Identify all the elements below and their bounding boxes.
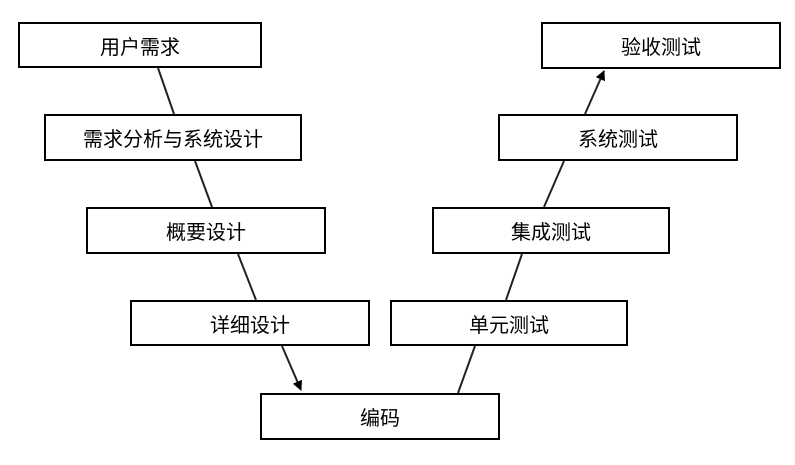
high-level-design-box: 概要设计 — [86, 207, 326, 254]
requirements-box: 用户需求 — [18, 22, 262, 68]
connector-coding-to-unit — [457, 345, 476, 394]
unit-test-box: 单元测试 — [390, 300, 628, 346]
coding-box: 编码 — [260, 393, 500, 440]
high-level-design-label: 概要设计 — [166, 220, 246, 244]
connector-requirements-to-analysis — [157, 67, 175, 115]
requirements-analysis-system-design-label: 需求分析与系统设计 — [83, 127, 263, 151]
coding-label: 编码 — [360, 406, 400, 430]
acceptance-test-box: 验收测试 — [541, 22, 781, 69]
integration-test-label: 集成测试 — [511, 220, 591, 244]
connector-system-to-acceptance-arrow — [584, 70, 605, 115]
unit-test-label: 单元测试 — [469, 312, 549, 337]
system-test-label: 系统测试 — [578, 127, 658, 151]
detailed-design-box: 详细设计 — [130, 300, 370, 346]
connector-highlevel-to-detailed — [237, 253, 257, 301]
connector-detailed-to-coding-arrow — [281, 345, 303, 391]
connector-analysis-to-highlevel — [194, 160, 213, 208]
requirements-analysis-system-design-box: 需求分析与系统设计 — [44, 114, 302, 161]
connector-unit-to-integration — [505, 253, 523, 301]
connector-integration-to-system — [543, 160, 565, 208]
detailed-design-label: 详细设计 — [210, 312, 290, 337]
integration-test-box: 集成测试 — [432, 207, 670, 254]
system-test-box: 系统测试 — [498, 114, 738, 161]
requirements-label: 用户需求 — [100, 34, 180, 59]
acceptance-test-label: 验收测试 — [621, 35, 701, 59]
